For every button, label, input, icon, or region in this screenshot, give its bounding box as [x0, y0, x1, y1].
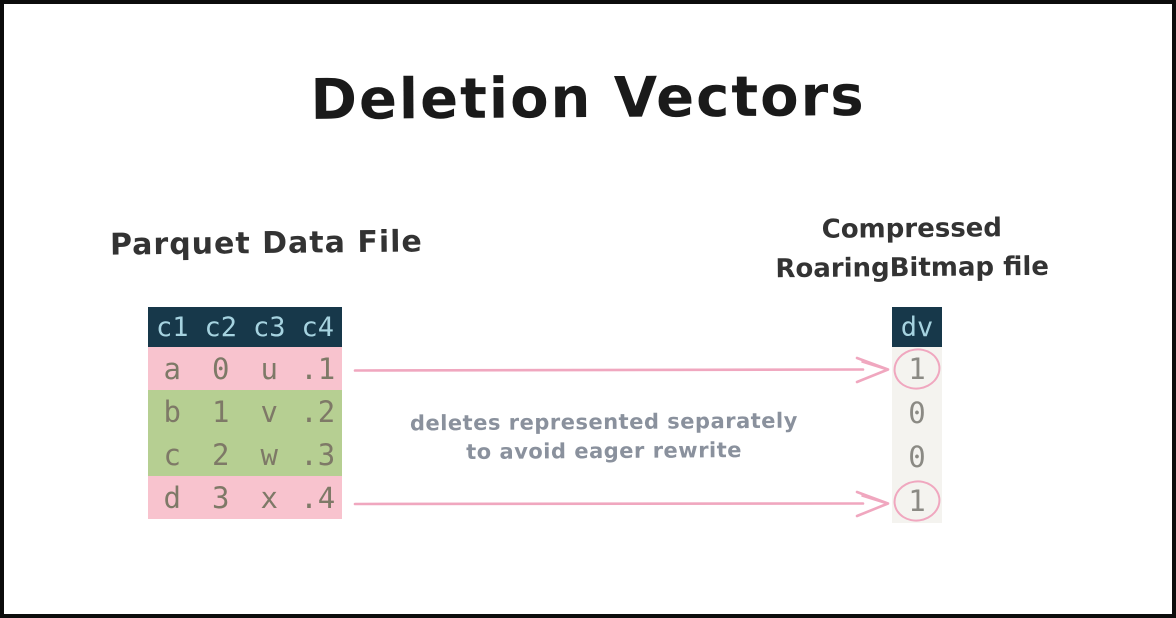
table-cell: 0: [212, 351, 230, 386]
annotation-line1: deletes represented separately: [409, 408, 798, 436]
dv-value: 1: [908, 352, 926, 386]
dv-value: 0: [908, 440, 926, 474]
table-cell: .1: [300, 351, 336, 386]
roaringbitmap-label-line2: RoaringBitmap file: [775, 251, 1050, 285]
table-cell: .3: [300, 437, 336, 472]
roaringbitmap-label-line1: Compressed: [821, 213, 1003, 245]
table-cell: w: [260, 437, 278, 472]
table-cell: a: [163, 351, 181, 386]
table-cell: 2: [212, 437, 230, 472]
table-cell: 3: [212, 480, 230, 515]
annotation-line2: to avoid eager rewrite: [466, 438, 743, 464]
delete-arrow-row4-icon: [353, 490, 890, 518]
table-cell: u: [260, 351, 278, 386]
page-title: Deletion Vectors: [310, 64, 866, 133]
table-cell: v: [260, 394, 278, 429]
table-cell: 1: [212, 394, 230, 429]
dv-cell: 1: [890, 345, 944, 393]
dv-column-header: dv: [892, 307, 942, 347]
dv-cell: 0: [892, 435, 942, 479]
dv-column-body: 1 0 0 1: [890, 345, 944, 525]
column-header: c2: [204, 311, 237, 343]
table-cell: x: [260, 480, 278, 515]
parquet-data-file-label: Parquet Data File: [109, 224, 423, 263]
table-cell: .4: [300, 480, 336, 515]
column-header: c4: [301, 311, 334, 343]
dv-cell: 0: [892, 391, 942, 435]
deletion-vector-column: dv 1 0 0 1: [890, 307, 944, 525]
column-header: c1: [155, 311, 189, 343]
table-cell: c: [163, 437, 181, 472]
dv-cell: 1: [890, 477, 944, 525]
column-header: c3: [252, 311, 286, 343]
dv-value: 0: [908, 396, 926, 430]
table-cell: .2: [300, 394, 336, 429]
table-cell: b: [163, 394, 181, 429]
delete-arrow-row1-icon: [353, 356, 890, 384]
parquet-table-header-row: c1 c2 c3 c4: [148, 307, 342, 347]
annotation-text: deletes represented separately to avoid …: [392, 407, 816, 468]
dv-value: 1: [908, 484, 926, 518]
roaringbitmap-file-label: Compressed RoaringBitmap file: [752, 209, 1073, 290]
table-cell: d: [163, 480, 181, 515]
